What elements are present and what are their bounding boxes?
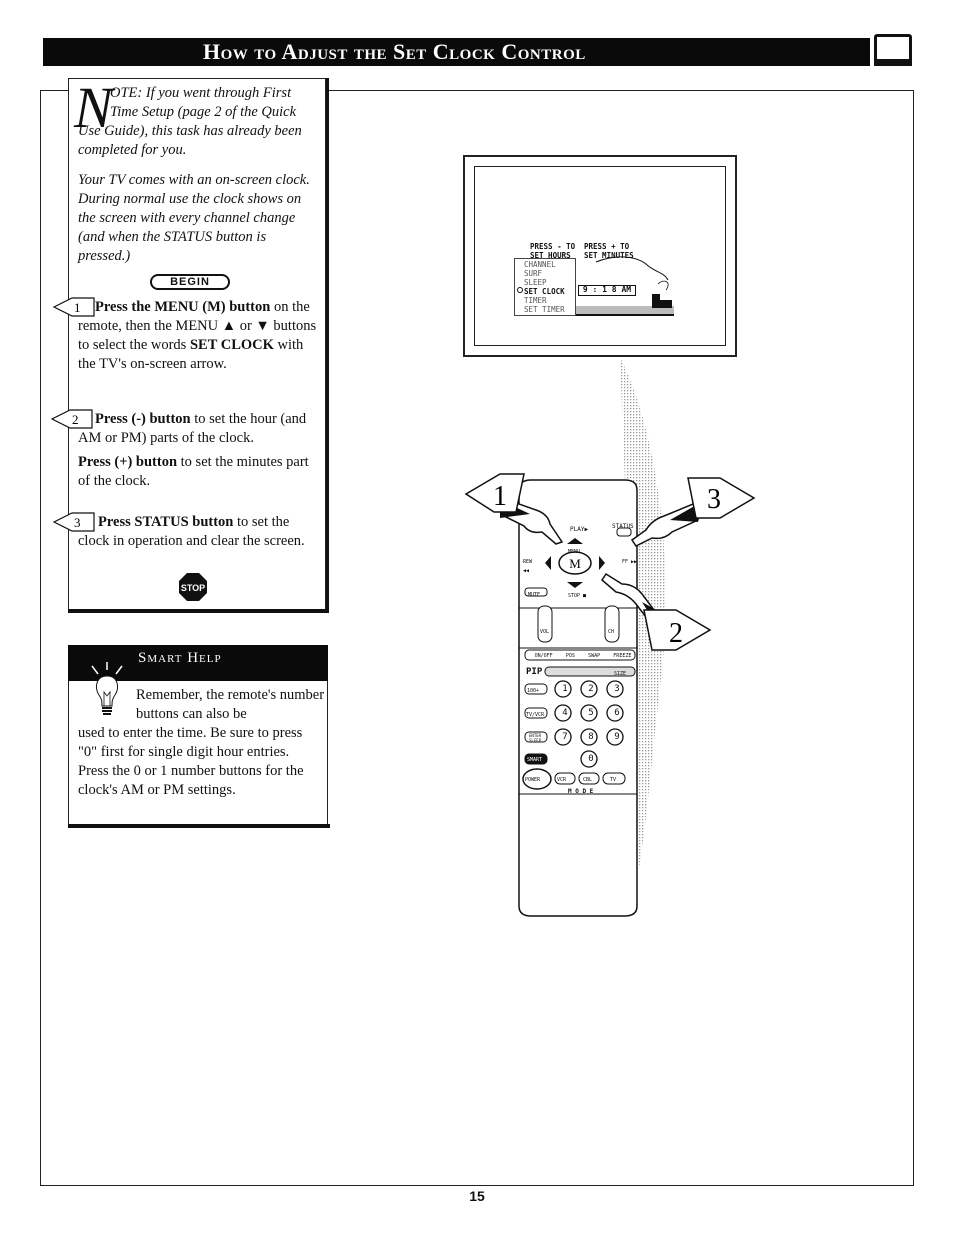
digit-8: 8 [588, 732, 594, 742]
tv-menu-items: CHANNEL SURF SLEEP SET CLOCK TIMER SET T… [524, 260, 565, 314]
mode-label: M O D E [568, 788, 594, 795]
menu-item-set-clock: SET CLOCK [524, 287, 565, 296]
smart-help-text-first: Remember, the remote's number buttons ca… [136, 687, 325, 722]
frame-line [324, 90, 914, 91]
menu-item-set-timer: SET TIMER [524, 305, 565, 314]
digit-1: 1 [562, 684, 568, 694]
pip-on-off-label: ON/OFF [534, 653, 553, 659]
smart-help-title: Smart Help [68, 645, 328, 681]
enter-sleep-label: ENTER SLEEP [529, 733, 542, 743]
pip-freeze-label: FREEZE [613, 653, 632, 659]
menu-item-timer: TIMER [524, 296, 547, 305]
pip-swap-label: SWAP [588, 653, 601, 659]
digit-6: 6 [614, 708, 620, 718]
power-label: POWER [525, 777, 541, 783]
size-label: SIZE [614, 671, 627, 677]
menu-item-sleep: SLEEP [524, 278, 547, 287]
ff-button-label: FF ▶▶ [622, 559, 638, 565]
mode-vcr-label: VCR [557, 777, 567, 783]
clock-value: 9 : 1 8 AM [578, 285, 636, 296]
tv-menu-list [514, 258, 576, 316]
menu-item-surf: SURF [524, 269, 543, 278]
callout-2-number: 2 [669, 618, 683, 649]
stop-button-label: STOP ■ [568, 593, 587, 599]
step-1-text: Press the MENU (M) button on the remote,… [78, 299, 317, 372]
callout-2-arrow-icon: 2 [643, 609, 712, 651]
digit-2: 2 [588, 684, 594, 694]
menu-button-label: MENU [568, 549, 581, 555]
pointing-hand-3-icon [630, 500, 699, 547]
hundred-label: 100+ [527, 688, 540, 694]
step-3-arrow-icon: 3 [52, 512, 95, 532]
stop-label: STOP [181, 583, 205, 593]
svg-text:M: M [569, 556, 581, 571]
note-drop-cap: N [74, 75, 113, 140]
tv-hint-plus: PRESS + TO SET MINUTES [584, 242, 634, 260]
digit-5: 5 [588, 708, 594, 718]
smart-label: SMART [527, 757, 543, 763]
pip-label: PIP [526, 667, 543, 677]
step-2-text: Press (-) button to set the hour (and AM… [78, 411, 307, 446]
step-2-arrow-icon: 2 [50, 409, 93, 429]
menu-pointer-icon [517, 287, 523, 293]
page-title: How to Adjust the Set Clock Control [43, 38, 870, 66]
callout-3-number: 3 [707, 484, 721, 515]
step-3-text: Press STATUS button to set the clock in … [78, 514, 305, 549]
tv-hint-minus: PRESS - TO SET HOURS [530, 242, 576, 260]
mode-tv-label: TV [610, 777, 617, 783]
tv-screen [463, 155, 737, 357]
status-button-label: STATUS [612, 523, 634, 530]
remote-control: M [518, 479, 638, 917]
light-bulb-icon [91, 662, 123, 715]
clock-intro-text: Your TV comes with an on-screen clock. D… [78, 172, 310, 264]
smart-help-text: used to enter the time. Be sure to press… [78, 725, 304, 798]
tv-vcr-label: TV/VCR [526, 712, 545, 718]
digit-3: 3 [614, 684, 620, 694]
train-illustration [576, 256, 674, 316]
instructions-panel [68, 78, 329, 613]
step-2-number: 2 [72, 412, 79, 427]
step-1-arrow-icon: 1 [52, 297, 95, 317]
digit-7: 7 [562, 732, 568, 742]
page-frame [40, 90, 914, 1186]
digit-0: 0 [588, 754, 594, 764]
frame-line [40, 90, 70, 91]
callout-3-arrow-icon: 3 [687, 477, 756, 519]
tv-screen-inner [474, 166, 726, 346]
digit-4: 4 [562, 708, 568, 718]
stop-sign-icon: STOP [179, 573, 207, 601]
menu-item-channel: CHANNEL [524, 260, 556, 269]
vol-label: VOL [540, 629, 550, 635]
step-2-minutes-text: Press (+) button to set the minutes part… [78, 454, 309, 489]
begin-badge: BEGIN [150, 274, 230, 290]
rew-button-label: REW ◀◀ [523, 559, 533, 574]
callout-1-arrow-icon: 1 [464, 473, 525, 513]
pip-pos-label: POS [565, 653, 575, 659]
note-text: Use Guide), this task has already been c… [78, 123, 302, 158]
play-button-label: PLAY▶ [570, 526, 589, 533]
mode-cbl-label: CBL [583, 777, 593, 783]
mute-button-label: MUTE [528, 592, 541, 598]
page-number: 15 [469, 1188, 485, 1204]
callout-1-number: 1 [493, 481, 507, 512]
pip-controls-row: ON/OFF POS SWAP FREEZE [528, 652, 638, 661]
ch-label: CH [608, 629, 615, 635]
step-1-number: 1 [74, 300, 81, 315]
note-first-line: OTE: If you went through First Time Setu… [110, 85, 297, 120]
section-tab-icon [874, 34, 912, 66]
step-3-number: 3 [74, 515, 81, 530]
digit-9: 9 [614, 732, 620, 742]
